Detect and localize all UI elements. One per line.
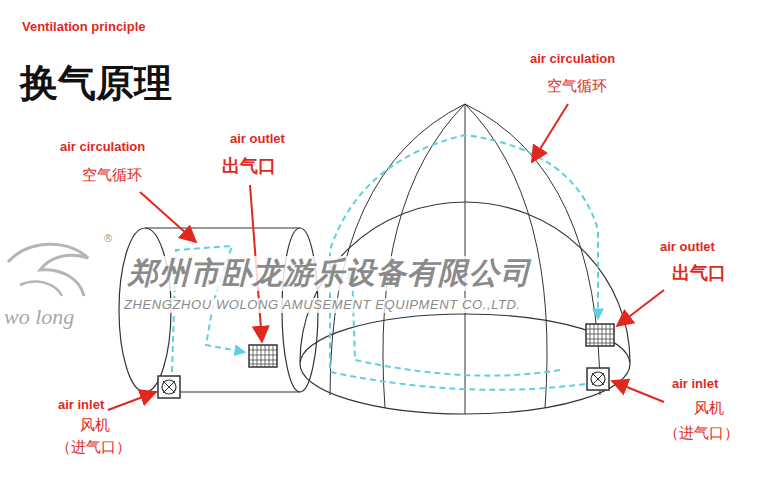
fan-inlet [587, 368, 609, 390]
dome-seam [330, 104, 465, 395]
air-outlet-grill [586, 324, 614, 346]
callout-label: air circulation [530, 52, 615, 67]
callout-label: air circulation [60, 140, 145, 155]
callout-label: air inlet [672, 377, 718, 392]
leader-arrow [532, 104, 568, 162]
leader-arrow [140, 192, 196, 242]
leader-arrow [617, 290, 664, 326]
callout-label: 空气循环 [547, 77, 607, 94]
logo-swirl [8, 244, 88, 296]
callout-label: air outlet [230, 132, 285, 147]
callout-label: 风机 [80, 416, 110, 433]
callout-label: 风机 [694, 399, 724, 416]
leader-arrow [108, 392, 156, 410]
callout-label: 空气循环 [82, 166, 142, 183]
callout-label: （进气口） [664, 424, 739, 441]
registered-mark: ® [104, 232, 112, 245]
page-title: 换气原理 [20, 62, 172, 106]
logo-text: wo long [4, 304, 74, 329]
logo-swirl [20, 282, 62, 296]
air-outlet-grill [249, 345, 277, 367]
dome-seam [465, 104, 600, 395]
subtitle: Ventilation principle [22, 20, 146, 35]
tunnel-edge [145, 227, 300, 228]
watermark: 郑州市卧龙游乐设备有限公司 [126, 256, 533, 291]
callout-label: air inlet [58, 398, 104, 413]
callout-label: （进气口） [56, 438, 131, 455]
callout-label: 出气口 [222, 156, 276, 177]
callout-label: 出气口 [672, 263, 726, 284]
leader-arrow [612, 381, 664, 402]
watermark: ZHENGZHOU WOLONG AMUSEMENT EQUIPMENT CO.… [122, 298, 523, 313]
callout-label: air outlet [660, 240, 715, 255]
fan-inlet [158, 376, 180, 398]
